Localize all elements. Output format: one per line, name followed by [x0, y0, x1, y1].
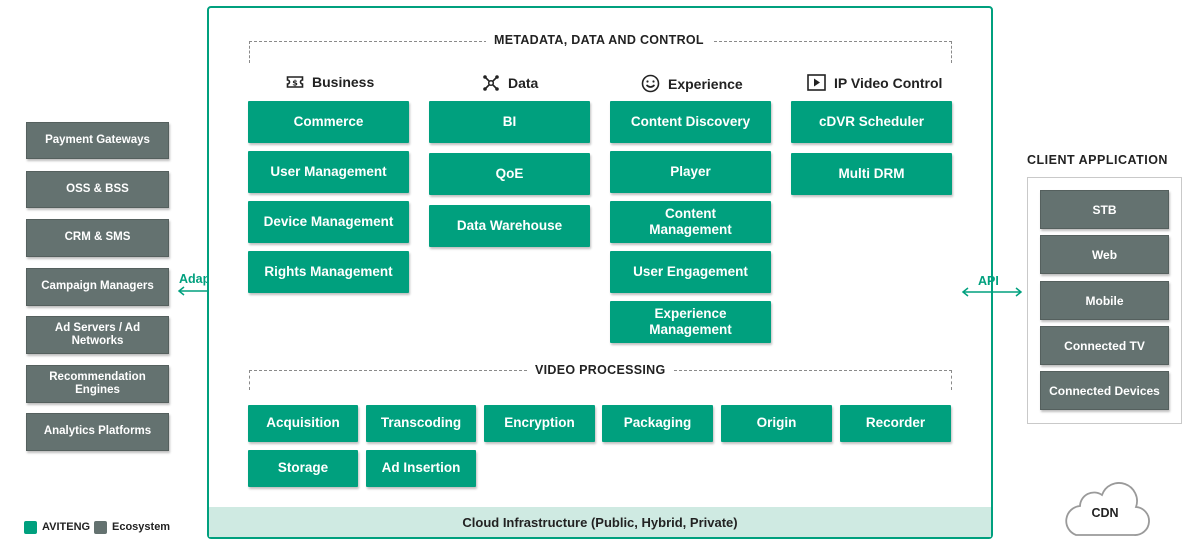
- ecosystem-payment-gateways: Payment Gateways: [26, 122, 169, 159]
- client-connected-devices: Connected Devices: [1040, 371, 1169, 410]
- business-user-management: User Management: [248, 151, 409, 193]
- business-commerce: Commerce: [248, 101, 409, 143]
- experience-experience-management: Experience Management: [610, 301, 771, 343]
- video-origin: Origin: [721, 405, 832, 442]
- experience-title: Experience: [668, 75, 743, 92]
- video-player-icon: [807, 74, 826, 91]
- business-title: Business: [312, 74, 375, 90]
- experience-user-engagement: User Engagement: [610, 251, 771, 293]
- video-ad-insertion: Ad Insertion: [366, 450, 476, 487]
- client-application-frame: [1027, 177, 1182, 424]
- experience-player: Player: [610, 151, 771, 193]
- data-qoe: QoE: [429, 153, 590, 195]
- metadata-section-title: METADATA, DATA AND CONTROL: [486, 33, 712, 47]
- ecosystem-recommendation-engines: Recommendation Engines: [26, 365, 169, 403]
- metadata-dashed-right: [951, 41, 952, 63]
- svg-text:$: $: [292, 79, 298, 88]
- video-transcoding: Transcoding: [366, 405, 476, 442]
- ticket-icon: $: [286, 74, 304, 90]
- legend-aviteng-label: AVITENG: [42, 521, 91, 533]
- ipvideo-multi-drm: Multi DRM: [791, 153, 952, 195]
- video-section-title: VIDEO PROCESSING: [527, 363, 674, 377]
- client-application-title: CLIENT APPLICATION: [1027, 153, 1168, 167]
- legend-ecosystem-label: Ecosystem: [112, 521, 171, 533]
- ipvideo-title: IP Video Control: [834, 74, 943, 91]
- ecosystem-crm-sms: CRM & SMS: [26, 219, 169, 257]
- cdn-label: CDN: [1091, 506, 1119, 520]
- api-arrow: [961, 287, 1023, 297]
- ecosystem-ad-servers: Ad Servers / Ad Networks: [26, 316, 169, 354]
- ecosystem-campaign-managers: Campaign Managers: [26, 268, 169, 306]
- network-nodes-icon: [482, 74, 500, 92]
- client-connected-tv: Connected TV: [1040, 326, 1169, 365]
- experience-content-discovery: Content Discovery: [610, 101, 771, 143]
- client-stb: STB: [1040, 190, 1169, 229]
- ecosystem-analytics-platforms: Analytics Platforms: [26, 413, 169, 451]
- video-acquisition: Acquisition: [248, 405, 358, 442]
- business-rights-management: Rights Management: [248, 251, 409, 293]
- legend-aviteng-swatch: [24, 521, 37, 534]
- metadata-dashed-left: [249, 41, 250, 63]
- video-encryption: Encryption: [484, 405, 595, 442]
- cdn-cloud-icon: [1065, 482, 1150, 536]
- smiley-icon: [641, 74, 660, 93]
- business-device-management: Device Management: [248, 201, 409, 243]
- video-recorder: Recorder: [840, 405, 951, 442]
- data-warehouse: Data Warehouse: [429, 205, 590, 247]
- cloud-infrastructure-label: Cloud Infrastructure (Public, Hybrid, Pr…: [462, 514, 738, 530]
- experience-content-management: Content Management: [610, 201, 771, 243]
- video-dashed-right: [951, 370, 952, 390]
- video-dashed-left: [249, 370, 250, 390]
- ipvideo-header: IP Video Control: [807, 74, 942, 91]
- data-bi: BI: [429, 101, 590, 143]
- client-web: Web: [1040, 235, 1169, 274]
- data-header: Data: [482, 74, 538, 92]
- business-header: $ Business: [286, 74, 374, 90]
- client-mobile: Mobile: [1040, 281, 1169, 320]
- experience-header: Experience: [641, 74, 743, 93]
- legend-ecosystem-swatch: [94, 521, 107, 534]
- video-storage: Storage: [248, 450, 358, 487]
- video-packaging: Packaging: [602, 405, 713, 442]
- ecosystem-oss-bss: OSS & BSS: [26, 171, 169, 208]
- data-title: Data: [508, 75, 539, 91]
- api-label: API: [978, 274, 999, 288]
- ipvideo-cdvr-scheduler: cDVR Scheduler: [791, 101, 952, 143]
- cloud-infrastructure-bar: Cloud Infrastructure (Public, Hybrid, Pr…: [209, 507, 991, 537]
